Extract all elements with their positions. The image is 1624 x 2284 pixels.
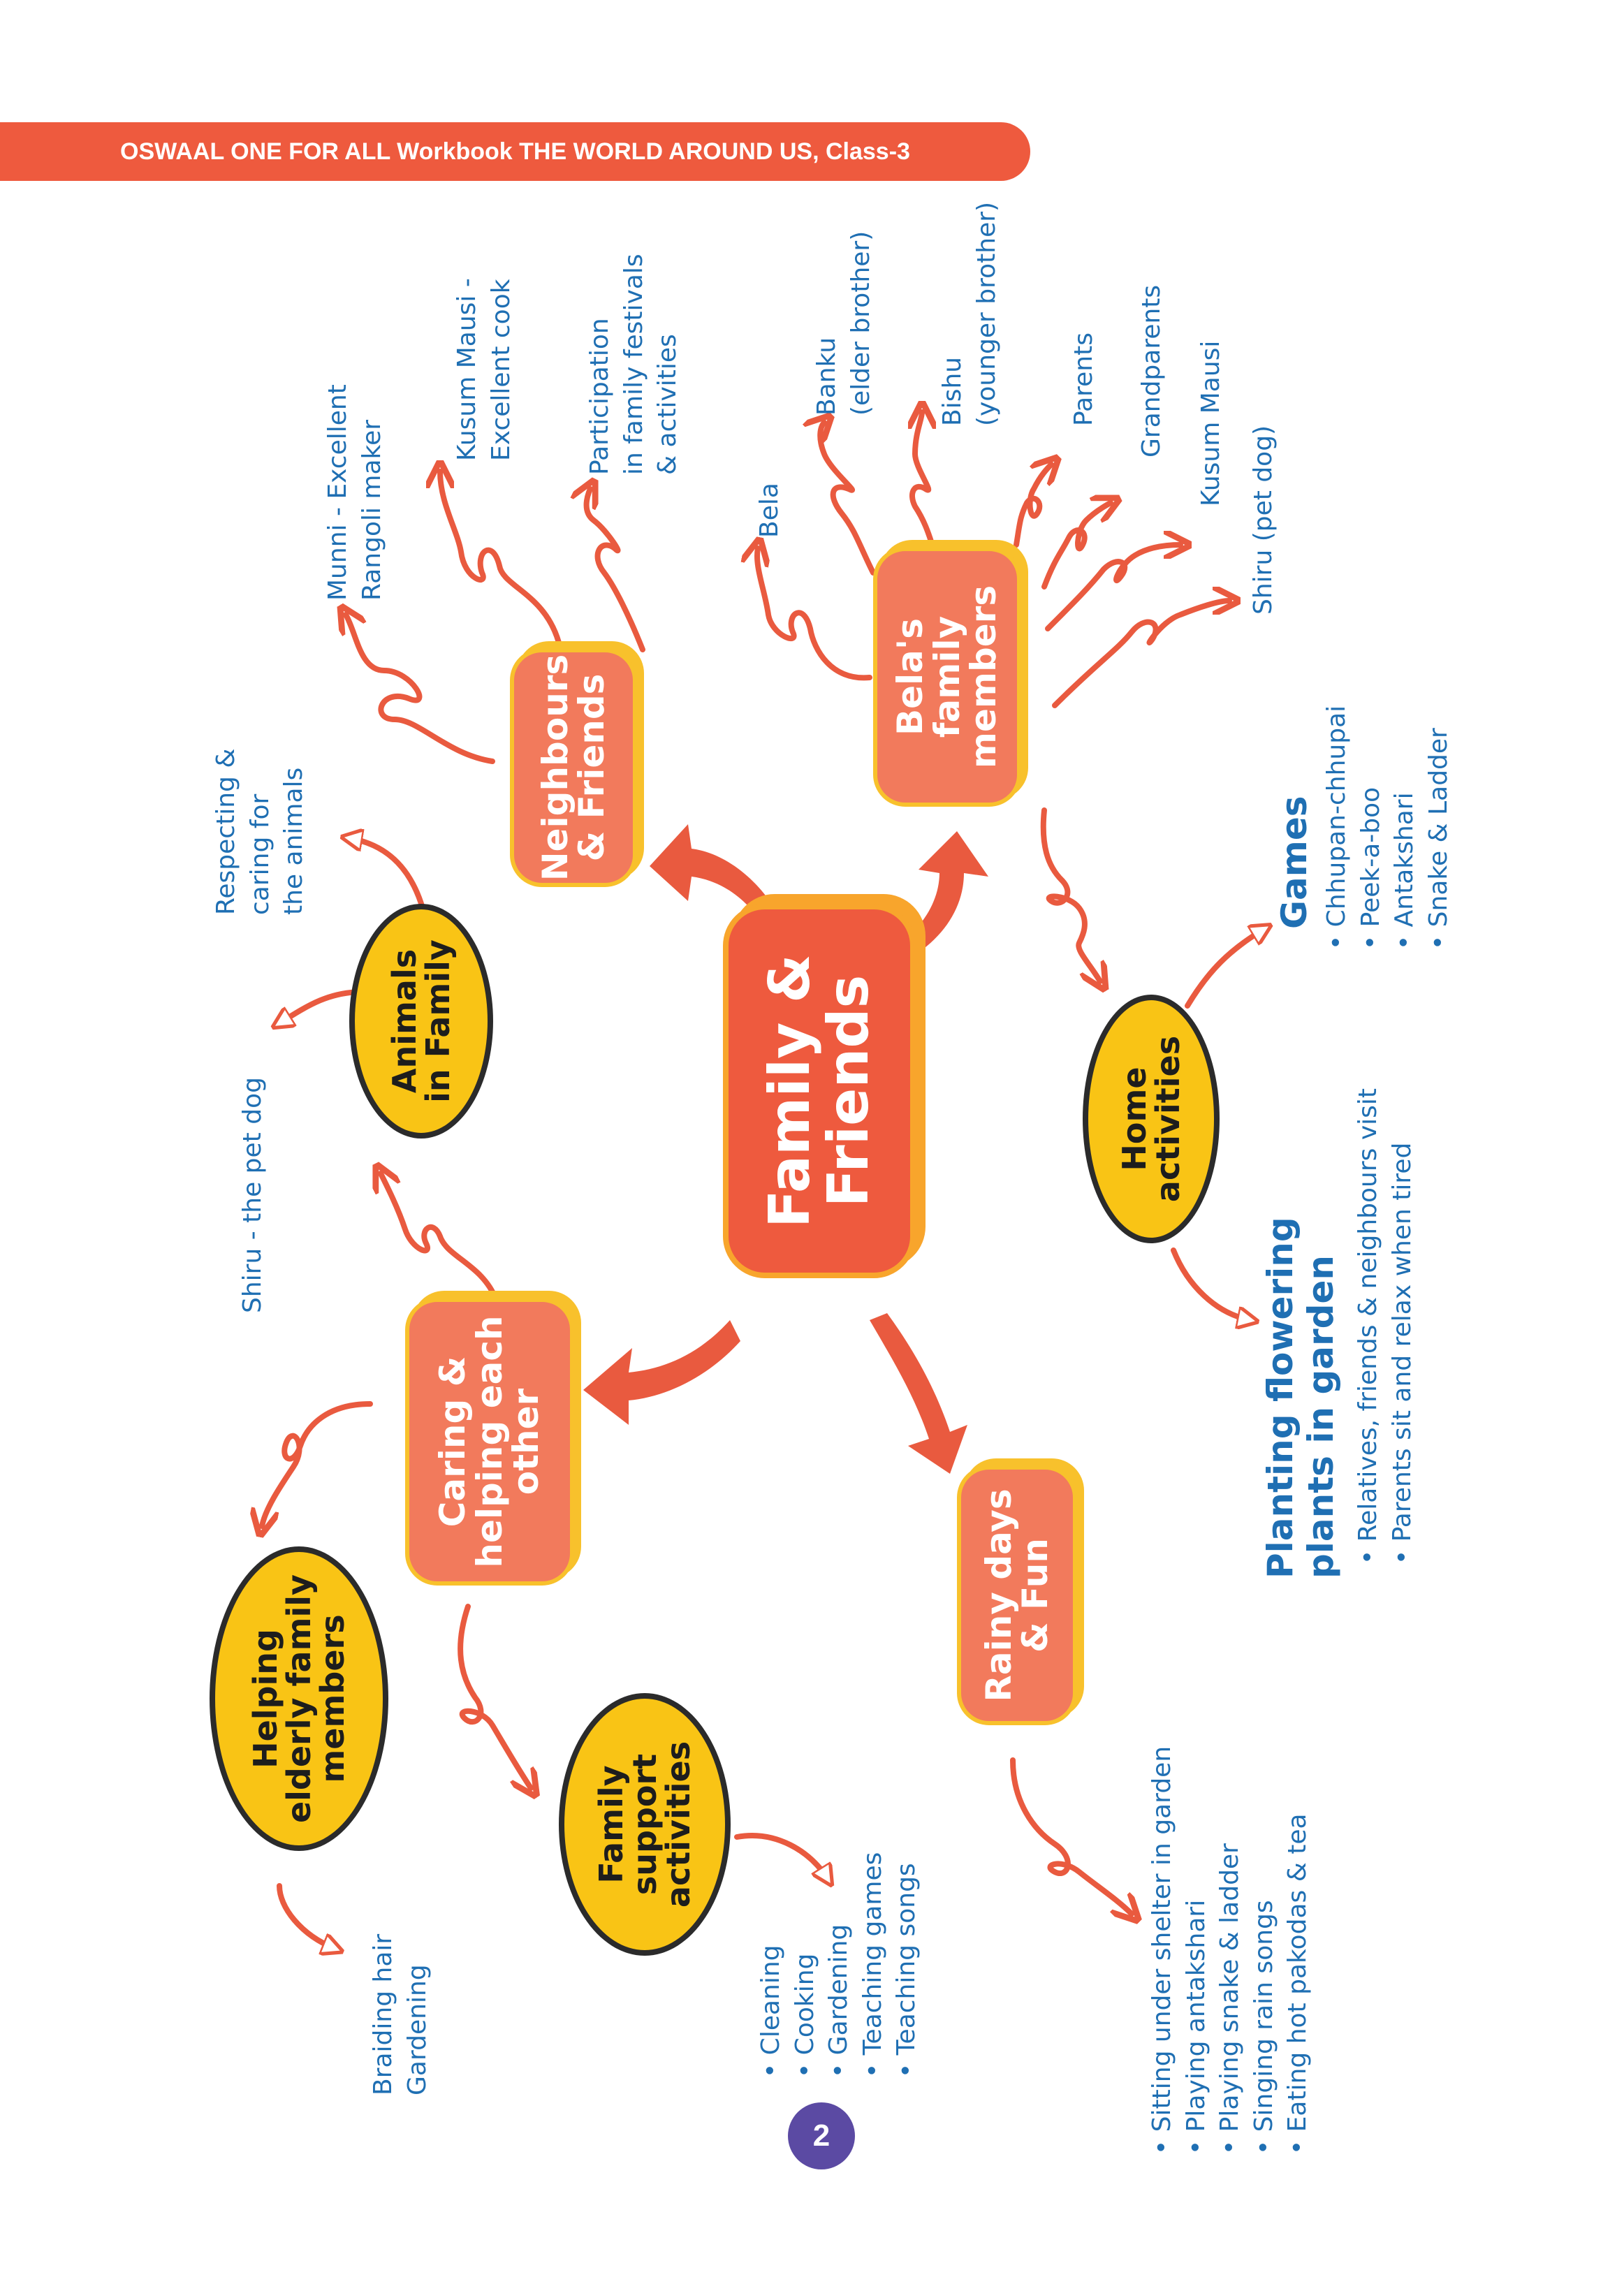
curl-arrow-parents bbox=[1014, 464, 1051, 548]
node-caring-label: Caring & helping each other bbox=[432, 1315, 547, 1568]
node-caring-helping: Caring & helping each other bbox=[405, 1298, 574, 1586]
header-banner: OSWAAL ONE FOR ALL Workbook THE WORLD AR… bbox=[0, 122, 1030, 181]
label-participation: Participation in family festivals & acti… bbox=[585, 254, 682, 475]
label-kusum: Kusum Mausi bbox=[1197, 340, 1225, 506]
center-node: Family & Friends bbox=[723, 904, 916, 1278]
node-bela-family: Bela's family members bbox=[873, 547, 1021, 807]
label-banku: Banku (elder brother) bbox=[812, 230, 875, 416]
page-number-badge: 2 bbox=[788, 2102, 855, 2169]
node-neighbours-label: Neighbours & Friends bbox=[534, 654, 613, 881]
curl-arrow-helping bbox=[262, 1401, 373, 1526]
label-games-heading: Games bbox=[1274, 796, 1315, 929]
node-bela-family-label: Bela's family members bbox=[890, 585, 1004, 769]
node-family-support: Family support activities bbox=[559, 1693, 731, 1956]
label-helping-list: Braiding hair Gardening bbox=[369, 1933, 432, 2095]
hollow-arrow-helping-list bbox=[277, 1883, 335, 1949]
label-rainy-list: • Sitting under shelter in garden • Play… bbox=[1148, 1745, 1312, 2155]
curl-arrow-shiru-pet bbox=[1052, 601, 1229, 708]
node-neighbours-friends: Neighbours & Friends bbox=[510, 648, 637, 887]
label-munni: Munni - Excellent Rangoli maker bbox=[323, 384, 386, 601]
curl-arrow-home bbox=[1040, 807, 1100, 981]
node-helping-label: Helping elderly family members bbox=[246, 1574, 352, 1824]
node-rainy-label: Rainy days & Fun bbox=[978, 1488, 1056, 1702]
label-respecting: Respecting & caring for the animals bbox=[212, 748, 309, 915]
thick-arrow-neighbours bbox=[650, 824, 779, 929]
label-planting-heading: Planting flowering plants in garden bbox=[1260, 1217, 1341, 1579]
hollow-arrow-planting bbox=[1171, 1247, 1250, 1320]
curl-arrow-animals bbox=[381, 1173, 499, 1302]
label-kusum-cook: Kusum Mausi - Excellent cook bbox=[453, 278, 515, 461]
header-title: OSWAAL ONE FOR ALL Workbook THE WORLD AR… bbox=[120, 138, 910, 165]
label-shiru-dog: Shiru - the pet dog bbox=[238, 1077, 267, 1313]
label-parents: Parents bbox=[1069, 332, 1098, 426]
label-grandparents: Grandparents bbox=[1137, 284, 1166, 457]
label-support-list: • Cleaning • Cooking • Gardening • Teach… bbox=[756, 1852, 921, 2078]
hollow-arrow-respecting bbox=[349, 838, 425, 911]
node-rainy-days: Rainy days & Fun bbox=[957, 1465, 1077, 1725]
curl-arrow-banku bbox=[820, 423, 876, 576]
curl-arrow-kusum bbox=[1045, 545, 1180, 631]
curl-arrow-bela bbox=[757, 548, 872, 681]
thick-arrow-bela bbox=[908, 831, 988, 950]
curl-arrow-grandparents bbox=[1041, 503, 1111, 590]
label-games-list: • Chhupan-chhupai • Peek-a-boo • Antaksh… bbox=[1322, 705, 1453, 950]
thick-arrow-caring bbox=[583, 1320, 740, 1425]
curl-arrow-bishu bbox=[912, 412, 939, 562]
node-support-label: Family support activities bbox=[592, 1741, 698, 1908]
node-animals-label: Animals in Family bbox=[385, 939, 457, 1103]
thick-arrow-rainy bbox=[870, 1313, 967, 1474]
curl-arrow-support bbox=[458, 1604, 531, 1788]
label-planting-list: • Relatives, friends & neighbours visit … bbox=[1354, 1088, 1417, 1565]
node-helping-elderly: Helping elderly family members bbox=[210, 1546, 388, 1851]
label-shiru-pet: Shiru (pet dog) bbox=[1249, 425, 1278, 615]
label-bela: Bela bbox=[755, 483, 784, 538]
label-bishu: Bishu (younger brother) bbox=[938, 201, 1001, 426]
node-home-activities: Home activities bbox=[1083, 995, 1220, 1243]
curl-arrow-kusum-cook bbox=[440, 471, 562, 645]
curl-arrow-rainy bbox=[1010, 1757, 1132, 1914]
hollow-arrow-games bbox=[1185, 929, 1264, 1009]
node-home-label: Home activities bbox=[1115, 1035, 1187, 1203]
node-animals-in-family: Animals in Family bbox=[349, 904, 493, 1139]
curl-arrow-munni bbox=[346, 615, 495, 764]
center-label: Family & Friends bbox=[757, 954, 881, 1228]
curl-arrow-participation bbox=[587, 489, 645, 652]
hollow-arrow-support-list bbox=[734, 1833, 828, 1879]
